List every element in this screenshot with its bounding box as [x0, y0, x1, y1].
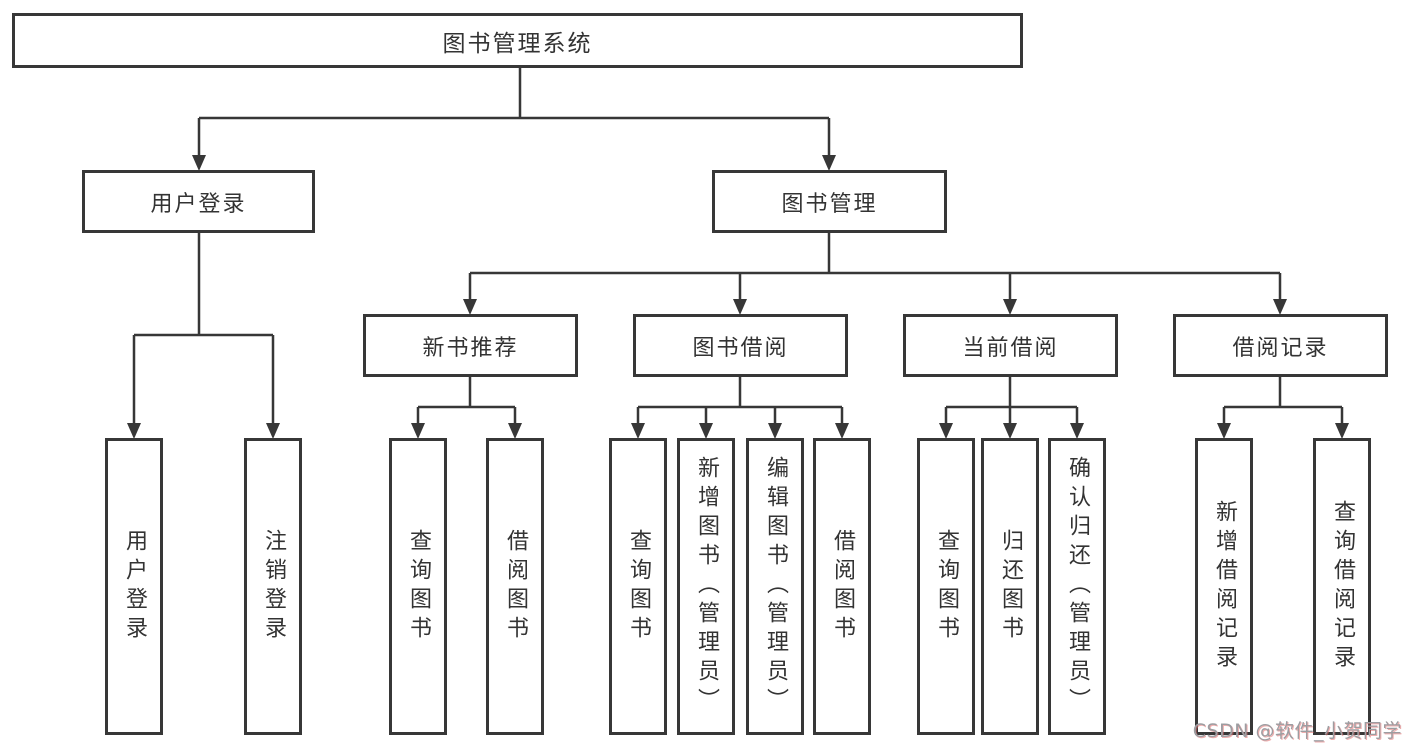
leaf-query-books: 查询图书 [917, 438, 975, 735]
leaf-query-books: 查询图书 [389, 438, 447, 735]
leaf-user-login: 用户登录 [105, 438, 163, 735]
leaf-edit-books-admin: 编辑图书（管理员） [746, 438, 804, 735]
node-book-borrowing: 图书借阅 [633, 314, 848, 377]
node-new-book-recommend: 新书推荐 [363, 314, 578, 377]
arrowheads [127, 155, 1349, 439]
leaf-borrow-books: 借阅图书 [486, 438, 544, 735]
leaf-borrow-books: 借阅图书 [813, 438, 871, 735]
leaf-logout: 注销登录 [244, 438, 302, 735]
leaf-query-books: 查询图书 [609, 438, 667, 735]
leaf-confirm-return-admin: 确认归还（管理员） [1048, 438, 1106, 735]
node-library-system: 图书管理系统 [12, 13, 1023, 68]
node-borrowing-records: 借阅记录 [1173, 314, 1388, 377]
node-current-borrowing: 当前借阅 [903, 314, 1118, 377]
leaf-query-borrow-record: 查询借阅记录 [1313, 438, 1371, 735]
node-user-login: 用户登录 [82, 170, 315, 233]
csdn-watermark: CSDN @软件_小贺同学 [1192, 720, 1402, 742]
leaf-return-books: 归还图书 [981, 438, 1039, 735]
leaf-add-borrow-record: 新增借阅记录 [1195, 438, 1253, 735]
node-book-management: 图书管理 [712, 170, 947, 233]
leaf-add-books-admin: 新增图书（管理员） [677, 438, 735, 735]
